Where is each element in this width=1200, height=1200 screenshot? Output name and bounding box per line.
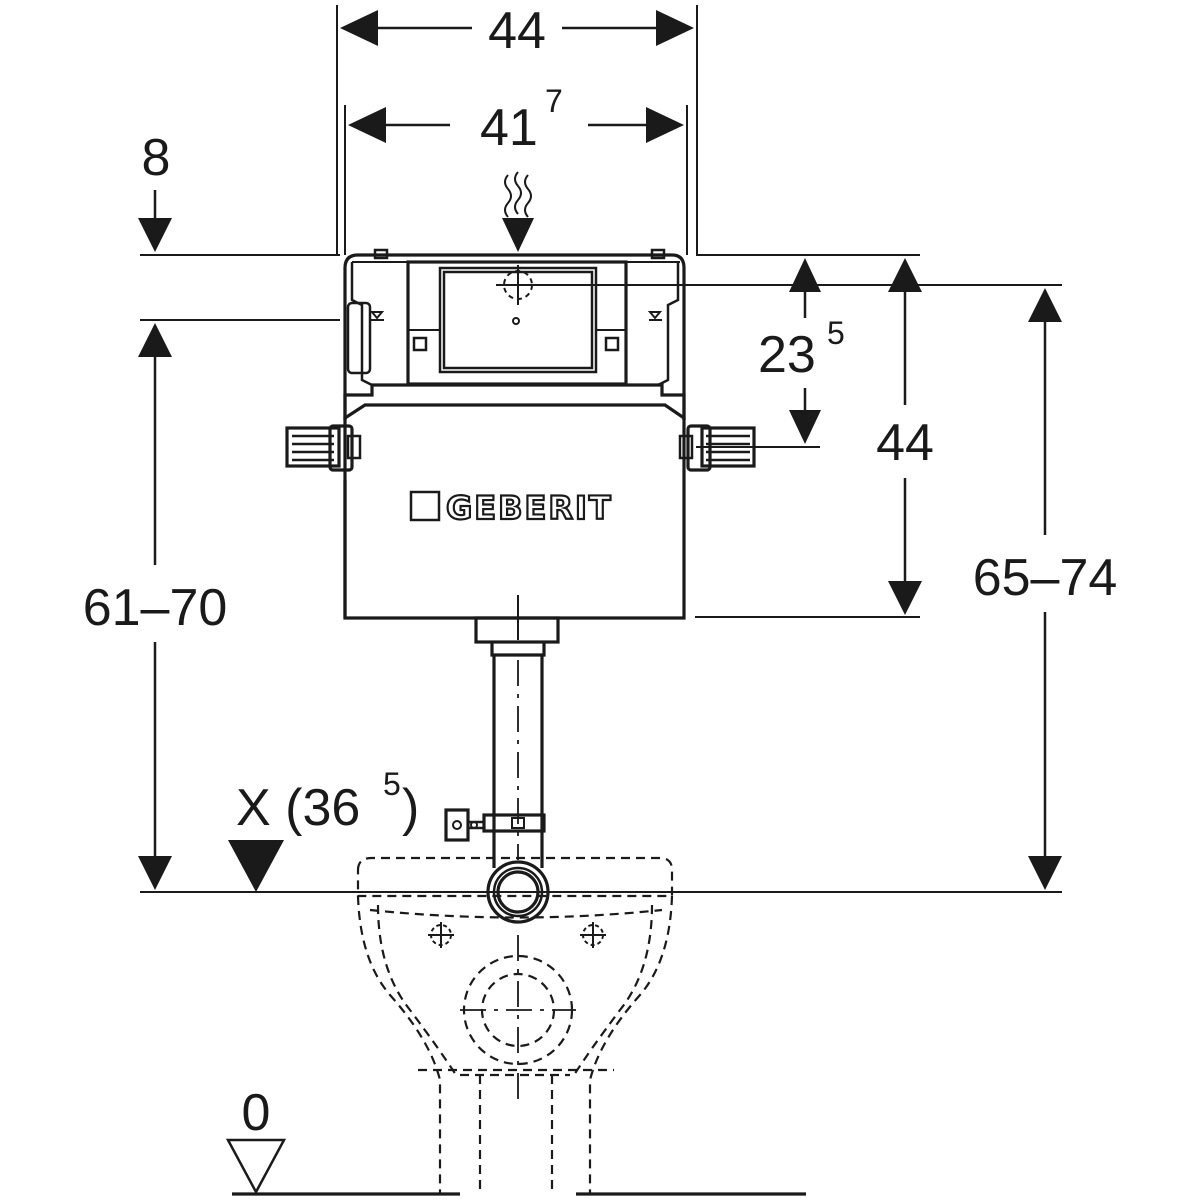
dimension-top-offset: 8: [138, 129, 340, 321]
label-floor-level: 0: [242, 1084, 271, 1142]
label-x-prefix: X (36: [236, 779, 360, 837]
label-actuator-height: 23: [758, 326, 816, 384]
left-wall-bracket: [285, 424, 362, 472]
label-cistern-height: 44: [876, 414, 934, 472]
flush-pipe: [444, 616, 560, 868]
label-inner-width-sup: 7: [545, 83, 563, 119]
label-top-offset: 8: [142, 129, 171, 187]
label-actuator-height-sup: 5: [827, 315, 845, 351]
level-x-marker: X (36 5 ): [140, 766, 1062, 893]
label-right-range: 65–74: [973, 549, 1118, 607]
label-left-range: 61–70: [83, 579, 228, 637]
dimension-actuator-height: 23 5: [696, 254, 920, 448]
dimension-inner-width: 41 7: [344, 83, 688, 255]
dimension-right-range: 65–74: [930, 284, 1118, 890]
ventilation-arrow-icon: [502, 171, 534, 252]
geberit-logo-square-icon: [409, 490, 441, 522]
label-x-suffix: ): [402, 779, 419, 837]
brand-logo-text: GEBERIT: [446, 489, 613, 527]
label-inner-width: 41: [480, 99, 538, 157]
cistern-body: GEBERIT: [343, 403, 686, 640]
dimension-top-width: 44: [336, 2, 698, 255]
level-triangle-icon: [228, 840, 284, 892]
label-top-width: 44: [488, 2, 546, 60]
dimension-cistern-height: 44: [695, 258, 934, 618]
floor-triangle-icon: [225, 1138, 287, 1195]
label-x-sup: 5: [383, 766, 401, 802]
pipe-elbow: [486, 860, 550, 924]
floor-level-marker: 0: [225, 1084, 806, 1196]
cistern-frame: [343, 248, 930, 420]
toilet-bowl-outline: [356, 856, 674, 1195]
dimension-left-range: 61–70: [83, 323, 228, 890]
